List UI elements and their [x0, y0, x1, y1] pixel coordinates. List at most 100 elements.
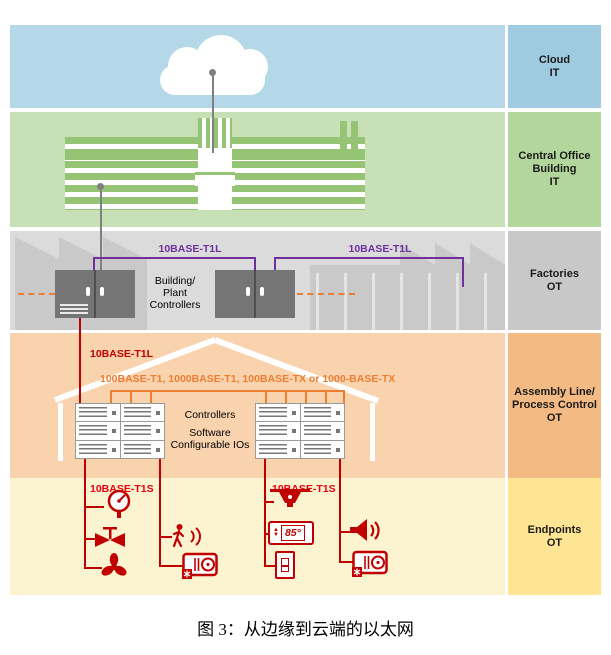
rack-unit: [120, 404, 164, 422]
t1l-link-right: [274, 257, 276, 270]
house-wall-left: [58, 403, 63, 461]
gauge-icon: [102, 489, 136, 526]
rack-unit: [76, 422, 120, 440]
fan-icon: [100, 553, 128, 586]
cabinet-door: [256, 270, 295, 318]
office-building-tower: [198, 118, 232, 210]
t1s-branch: [264, 533, 270, 535]
t1s-branch: [84, 538, 96, 540]
zone-label-cloud: Cloud IT: [508, 25, 601, 108]
t1s-trunk: [264, 459, 266, 567]
cloud-icon: [232, 49, 268, 85]
ceiling-sensor-icon: [270, 489, 310, 516]
assembly-bus-drop: [325, 390, 327, 403]
zone-label-cloud-text: Cloud IT: [538, 53, 571, 79]
cloud-link-node: [209, 69, 216, 76]
rack-unit: [76, 404, 120, 422]
cabinet-door: [96, 270, 135, 318]
t1l-link-left: [93, 257, 256, 259]
assembly-bus-drop: [305, 390, 307, 403]
t1l-uplink: [79, 318, 81, 403]
t1s-branch: [264, 501, 274, 503]
thermostat-icon: ▲▼ 85°: [268, 521, 314, 545]
figure-caption: 图 3：从边缘到云端的以太网: [197, 620, 414, 639]
t1s-branch: [264, 565, 277, 567]
assembly-bus-drop: [285, 390, 287, 403]
light-switch-icon: [275, 551, 295, 579]
thermostat-value: 85°: [280, 525, 305, 541]
assembly-bus-drop: [150, 390, 152, 403]
office-building-chimney: [351, 121, 358, 151]
cloud-to-building-link: [212, 73, 214, 153]
t1l-link-left: [254, 257, 256, 270]
zone-label-office: Central Office Building IT: [508, 112, 601, 227]
dashed-continuation-left: [18, 293, 55, 295]
rack-unit: [300, 422, 344, 440]
rack-unit: [300, 404, 344, 422]
t1s-branch: [159, 536, 172, 538]
office-building-chimney: [340, 121, 347, 151]
assembly-controllers-label: Controllers: [184, 409, 236, 421]
office-building-left-wing: [65, 137, 198, 210]
cabinet-door: [215, 270, 254, 318]
rack-unit: [256, 404, 300, 422]
rack-unit: [256, 422, 300, 440]
office-building-tower-top: [198, 118, 232, 148]
assembly-bus: [110, 390, 345, 392]
t1s-left-label: 10BASE-T1S: [90, 483, 154, 495]
t1s-branch: [84, 506, 104, 508]
t1s-branch: [339, 561, 356, 563]
t1s-trunk: [339, 459, 341, 563]
rack-unit: [120, 440, 164, 458]
t1l-link-left: [93, 257, 95, 270]
t1s-branch: [84, 567, 102, 569]
controller-rack-right: [255, 403, 345, 459]
zone-label-factories: Factories OT: [508, 231, 601, 330]
edge-to-cloud-diagram: Cloud IT Central Office Building IT Fact…: [10, 25, 601, 595]
zone-label-office-text: Central Office Building IT: [518, 150, 591, 188]
t1l-uplink-label: 10BASE-T1L: [90, 348, 154, 360]
zone-label-assembly-text: Assembly Line/ Process Control OT: [512, 386, 597, 424]
t1s-branch: [159, 565, 185, 567]
controller-rack-left: [75, 403, 165, 459]
zone-endpoints-band: [10, 478, 505, 595]
assembly-bus-label: 100BASE-T1, 1000BASE-T1, 100BASE-TX or 1…: [100, 373, 396, 385]
t1s-trunk: [159, 459, 161, 567]
house-wall-right: [370, 403, 375, 461]
assembly-bus-drop: [265, 390, 267, 403]
zone-label-assembly: Assembly Line/ Process Control OT: [508, 333, 601, 478]
zone-label-endpoints-text: Endpoints OT: [527, 523, 582, 549]
office-building-entrance: [195, 172, 235, 186]
rack-unit: [256, 440, 300, 458]
t1s-branch: [339, 531, 352, 533]
t1s-trunk: [84, 459, 86, 569]
plant-controller-cabinet-left: [55, 270, 135, 318]
cabinet-vent: [60, 304, 88, 314]
t1l-link-right: [274, 257, 464, 259]
hvac-unit-icon: [182, 551, 218, 584]
t1l-link-right: [462, 257, 464, 287]
plant-controllers-label: Building/ Plant Controllers: [149, 275, 201, 311]
software-io-label: Software Configurable IOs: [170, 427, 250, 451]
t1l-left-label: 10BASE-T1L: [158, 243, 222, 255]
rack-unit: [300, 440, 344, 458]
cabinet-door: [55, 270, 94, 318]
zone-label-factories-text: Factories OT: [530, 267, 579, 293]
assembly-bus-drop: [130, 390, 132, 403]
thermostat-arrows-icon: ▲▼: [273, 527, 279, 538]
horn-speaker-icon: [348, 517, 382, 550]
assembly-bus-drop: [110, 390, 112, 403]
assembly-bus-drop: [343, 390, 345, 403]
rack-unit: [76, 440, 120, 458]
dashed-continuation-right: [297, 293, 355, 295]
t1l-right-label: 10BASE-T1L: [348, 243, 412, 255]
switch-rocker: [281, 558, 289, 572]
motion-sensor-icon: [168, 523, 204, 556]
building-to-factory-link: [100, 187, 102, 270]
valve-icon: [94, 527, 126, 558]
rack-unit: [120, 422, 164, 440]
factory-silhouette-right: [310, 265, 505, 330]
plant-controller-cabinet-right: [215, 270, 295, 318]
hvac-unit-icon: [352, 549, 388, 582]
